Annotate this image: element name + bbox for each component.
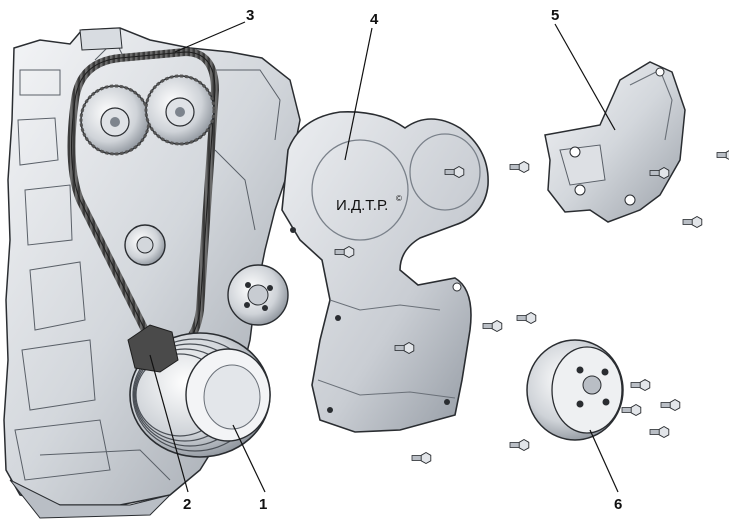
crankshaft-sprocket [127, 324, 179, 373]
callout-5: 5 [551, 7, 559, 24]
bolt [649, 166, 670, 180]
accessory-drive-pulley [526, 339, 624, 441]
camshaft-sprocket-left [79, 84, 151, 156]
bolt [334, 245, 355, 259]
leader-line-2 [149, 354, 189, 493]
camshaft-sprocket-right [144, 74, 216, 146]
bolt [411, 451, 432, 465]
leader-line-4 [344, 27, 373, 161]
bolt [509, 438, 530, 452]
callout-1: 1 [259, 496, 267, 513]
tensioner-roller [124, 224, 166, 266]
timing-belt [67, 48, 219, 349]
water-pump-pulley [227, 264, 289, 326]
bolt [621, 403, 642, 417]
leader-line-6 [589, 429, 619, 493]
timing-belt-cover [281, 111, 489, 433]
callout-4: 4 [370, 11, 379, 28]
leader-lines [149, 21, 619, 493]
bolt [630, 378, 651, 392]
callout-2: 2 [183, 496, 191, 513]
bolt [716, 150, 729, 160]
leader-line-5 [554, 23, 616, 131]
bolts [334, 150, 729, 465]
callouts: 1 2 3 4 5 6 [183, 7, 622, 513]
callout-3: 3 [246, 7, 254, 24]
bolt [394, 341, 415, 355]
watermark: И.Д.Т.Р. © [336, 194, 402, 214]
engine-mount-bracket [544, 61, 686, 223]
bolt [444, 165, 465, 179]
callout-6: 6 [614, 496, 622, 513]
watermark-copyright: © [396, 194, 402, 203]
bolt [649, 425, 670, 439]
bolt [516, 311, 537, 325]
bolt [482, 319, 503, 333]
bolt [682, 215, 703, 229]
bolt [509, 160, 530, 174]
leader-line-3 [174, 21, 246, 53]
watermark-text: И.Д.Т.Р. [336, 197, 388, 214]
leader-line-1 [232, 424, 266, 493]
bolt [660, 398, 681, 412]
